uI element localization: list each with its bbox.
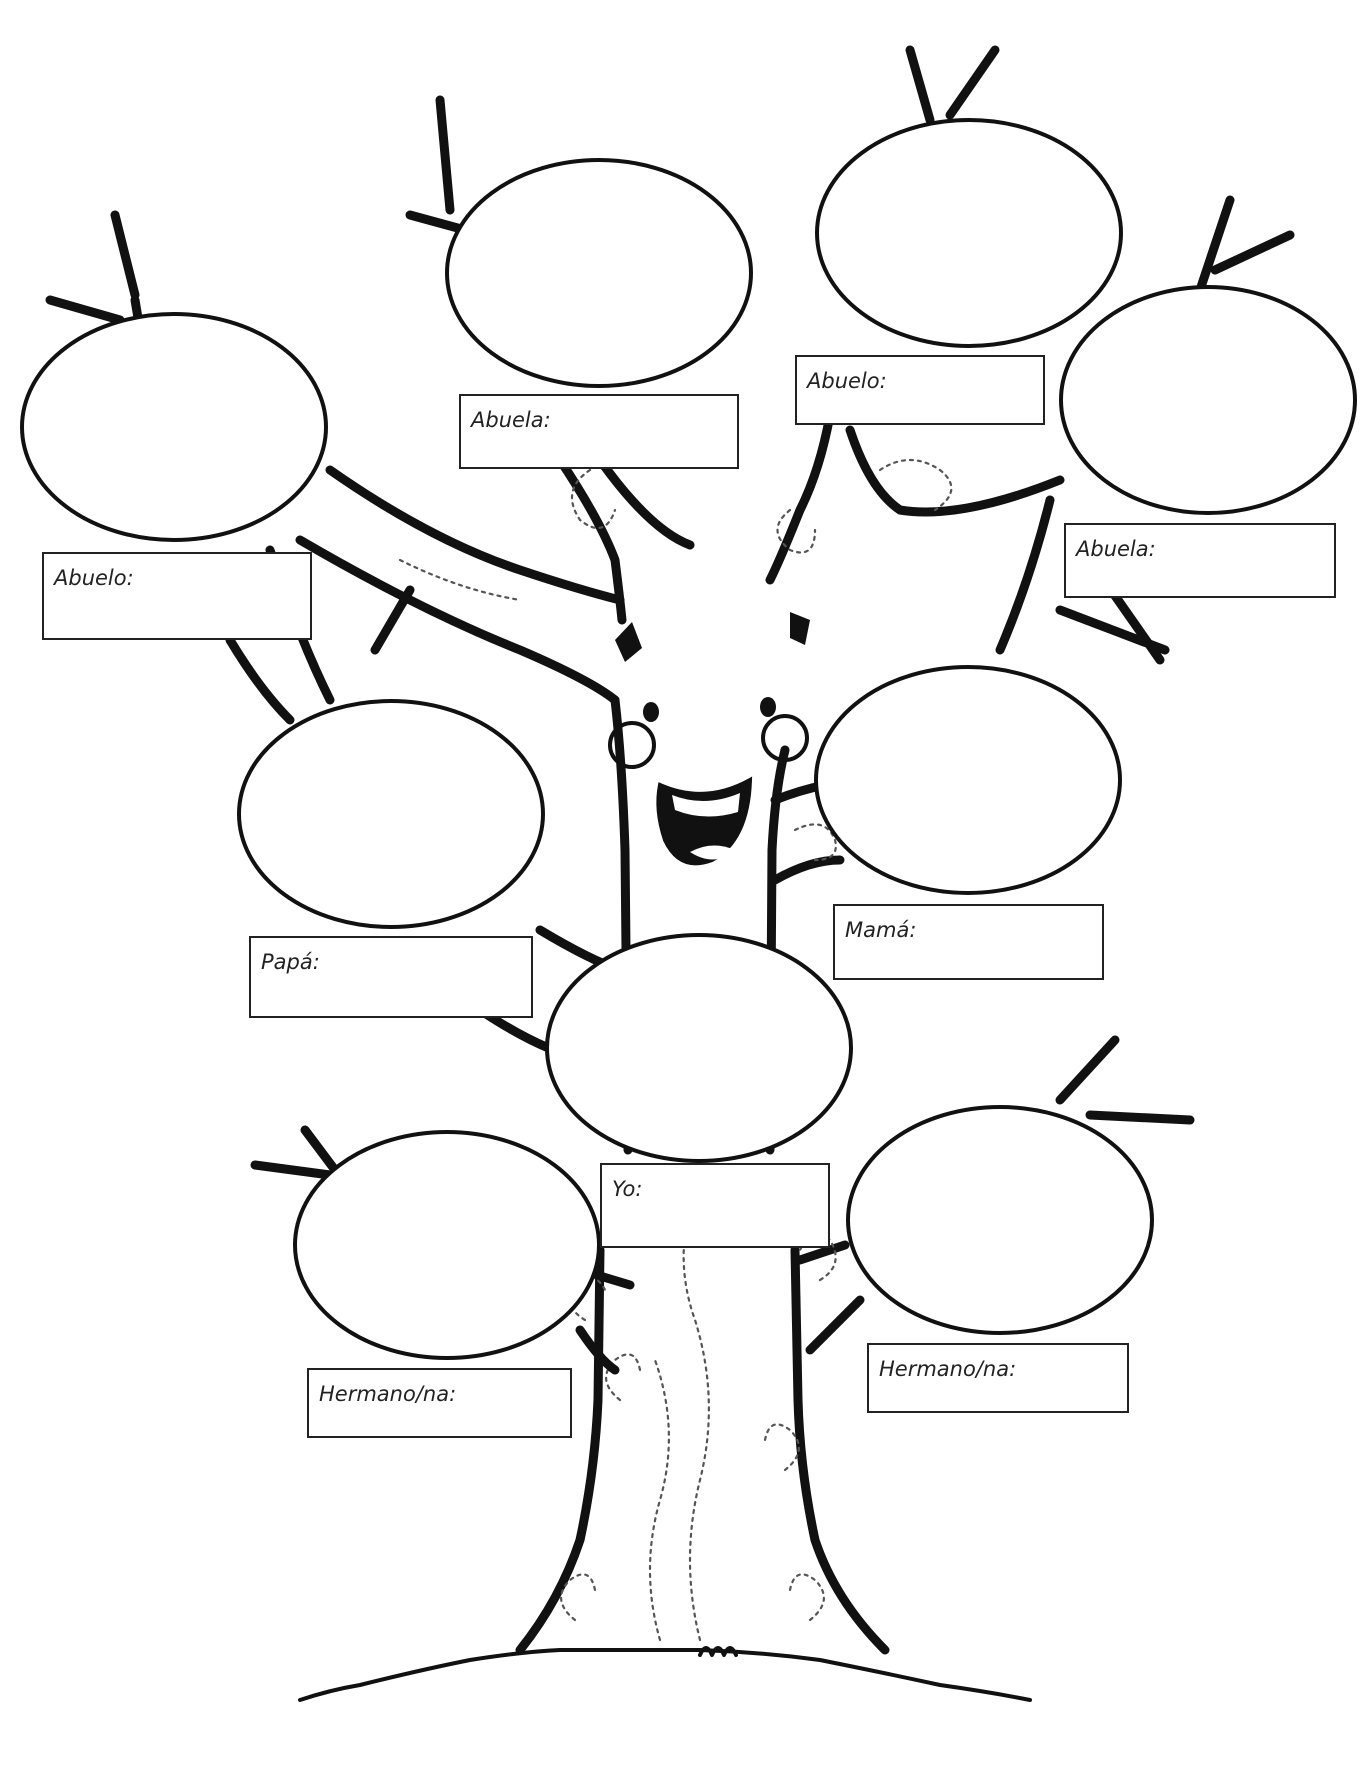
smiling-tree-face <box>608 612 810 866</box>
label-sibling-left: Hermano/na: <box>319 1382 457 1406</box>
branch-upper-center-left <box>405 95 695 625</box>
label-maternal-grandmother: Abuela: <box>1076 537 1156 561</box>
label-paternal-grandfather: Abuelo: <box>54 566 134 590</box>
label-box-paternal-grandmother[interactable]: Abuela: <box>459 394 739 469</box>
label-box-paternal-grandfather[interactable]: Abuelo: <box>42 552 312 640</box>
label-mother: Mamá: <box>845 918 917 942</box>
label-self: Yo: <box>612 1177 643 1201</box>
photo-frames <box>20 118 1357 1360</box>
photo-frame-father[interactable] <box>237 699 545 929</box>
left-eyebrow <box>615 622 642 662</box>
label-paternal-grandmother: Abuela: <box>471 408 551 432</box>
label-maternal-grandfather: Abuelo: <box>807 369 887 393</box>
right-cheek <box>761 714 809 762</box>
grass-mound <box>298 1648 1032 1702</box>
label-box-father[interactable]: Papá: <box>249 936 533 1018</box>
label-box-mother[interactable]: Mamá: <box>833 904 1104 980</box>
grass-tuft <box>698 1646 738 1657</box>
photo-frame-self[interactable] <box>545 933 853 1163</box>
label-box-maternal-grandfather[interactable]: Abuelo: <box>795 355 1045 425</box>
branch-upper-center-right <box>765 45 1170 665</box>
left-eye <box>643 702 659 722</box>
label-box-sibling-right[interactable]: Hermano/na: <box>867 1343 1129 1413</box>
photo-frame-sibling-right[interactable] <box>846 1105 1154 1335</box>
photo-frame-maternal-grandfather[interactable] <box>815 118 1123 348</box>
photo-frame-paternal-grandfather[interactable] <box>20 312 328 542</box>
photo-frame-paternal-grandmother[interactable] <box>445 158 753 388</box>
photo-frame-maternal-grandmother[interactable] <box>1059 285 1357 515</box>
right-eyebrow <box>790 612 810 645</box>
label-father: Papá: <box>261 950 320 974</box>
label-box-sibling-left[interactable]: Hermano/na: <box>307 1368 572 1438</box>
photo-frame-sibling-left[interactable] <box>293 1130 601 1360</box>
smile-teeth <box>672 793 740 817</box>
right-eye <box>760 697 776 717</box>
left-cheek <box>608 721 656 769</box>
photo-frame-mother[interactable] <box>814 665 1122 895</box>
smile-tongue <box>690 845 735 860</box>
label-sibling-right: Hermano/na: <box>879 1357 1017 1381</box>
label-box-self[interactable]: Yo: <box>600 1163 830 1248</box>
label-box-maternal-grandmother[interactable]: Abuela: <box>1064 523 1336 598</box>
